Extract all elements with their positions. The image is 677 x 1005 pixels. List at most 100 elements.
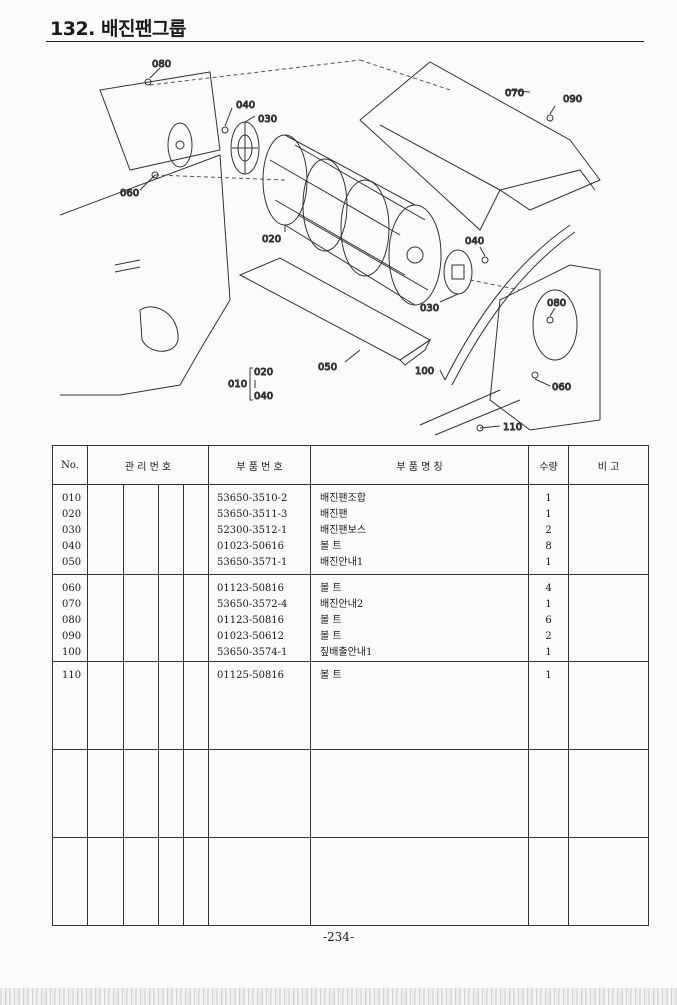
cell-remark xyxy=(568,574,650,662)
cell-qty-value: 4 xyxy=(545,583,552,594)
page-title: 132. 배진팬그룹 xyxy=(50,18,186,40)
cell-part-no-value: 53650-3510-2 xyxy=(217,493,288,504)
cell-part-no-value: 52300-3512-1 xyxy=(217,525,288,536)
cell-part-name-value: 볼 트 xyxy=(320,615,342,626)
cell-part-no: 01125-50816 xyxy=(208,661,312,750)
top-cover-070 xyxy=(359,61,601,231)
label-070: 070 xyxy=(505,88,524,99)
cell-no: 110 xyxy=(52,661,88,750)
cell-part-no-value: 01123-50816 xyxy=(217,583,285,594)
header-part-name: 부 품 명 칭 xyxy=(310,445,530,485)
cell-mgmt-no xyxy=(158,484,184,575)
parts-table: No. 관 리 번 호 부 품 번 호 부 품 명 칭 수량 비 고 010 02… xyxy=(52,445,650,926)
cell-qty xyxy=(528,749,570,838)
cell-mgmt-no xyxy=(158,749,184,838)
cell-mgmt-no xyxy=(87,574,124,662)
cell-part-no xyxy=(208,837,312,926)
cell-mgmt-no xyxy=(87,749,124,838)
cell-qty-value: 1 xyxy=(545,557,552,568)
cell-no-value: 090 xyxy=(62,631,82,642)
cell-part-name-value: 배진팬조합 xyxy=(320,493,367,504)
cell-mgmt-no xyxy=(87,837,124,926)
label-110: 110 xyxy=(503,422,522,433)
cell-mgmt-no xyxy=(182,574,210,662)
cell-part-name-value: 짚배출안내1 xyxy=(320,647,373,658)
cell-qty-value: 1 xyxy=(545,647,552,658)
label-050: 050 xyxy=(318,362,337,373)
cell-mgmt-no xyxy=(123,484,159,575)
cell-mgmt-no xyxy=(158,574,184,662)
cell-mgmt-no xyxy=(123,749,159,838)
cell-no-value: 100 xyxy=(62,647,82,658)
cell-remark xyxy=(568,749,650,838)
scan-artifact-strip xyxy=(0,988,677,1005)
label-090: 090 xyxy=(563,94,582,105)
cell-qty-value: 6 xyxy=(545,615,552,626)
cell-mgmt-no xyxy=(182,484,210,575)
cell-part-name: 볼 트 xyxy=(310,661,530,750)
header-remark: 비 고 xyxy=(568,445,650,485)
header-part-no: 부 품 번 호 xyxy=(208,445,312,485)
label-080b: 080 xyxy=(547,298,566,309)
cell-no-value: 020 xyxy=(62,509,82,520)
label-060b: 060 xyxy=(552,382,571,393)
label-040b: 040 xyxy=(465,236,484,247)
cell-qty xyxy=(528,837,570,926)
table-header-row: No. 관 리 번 호 부 품 번 호 부 품 명 칭 수량 비 고 xyxy=(52,445,650,485)
straw-guide-100 xyxy=(444,224,576,386)
cell-no-value: 110 xyxy=(62,670,82,681)
label-080a: 080 xyxy=(152,59,171,70)
cell-qty-value: 1 xyxy=(545,670,552,681)
page-number: -234- xyxy=(322,930,354,944)
cell-part-no-value: 01123-50816 xyxy=(217,615,285,626)
cell-mgmt-no xyxy=(158,837,184,926)
cell-part-name-value: 볼 트 xyxy=(320,583,342,594)
cell-part-no xyxy=(208,749,312,838)
cell-qty-value: 8 xyxy=(545,541,552,552)
label-060a: 060 xyxy=(120,188,139,199)
assembly-group-010: 010 020 040 xyxy=(228,367,274,403)
cell-no-value: 040 xyxy=(62,541,82,552)
cell-part-no-value: 01023-50612 xyxy=(217,631,285,642)
cell-qty-value: 1 xyxy=(545,509,552,520)
cell-mgmt-no xyxy=(123,661,159,750)
cell-remark xyxy=(568,484,650,575)
cell-mgmt-no xyxy=(182,661,210,750)
label-group-020: 020 xyxy=(254,367,273,378)
cell-part-no-value: 53650-3511-3 xyxy=(217,509,288,520)
cell-remark xyxy=(568,837,650,926)
table-row-group xyxy=(52,749,650,838)
cell-part-no-value: 53650-3571-1 xyxy=(217,557,288,568)
cell-part-name xyxy=(310,749,530,838)
cell-no-value: 060 xyxy=(62,583,82,594)
cell-mgmt-no xyxy=(158,661,184,750)
header-mgmt-no: 관 리 번 호 xyxy=(86,445,210,485)
cell-qty-value: 2 xyxy=(545,525,552,536)
cell-qty: 1 xyxy=(528,661,570,750)
cell-part-name-value: 볼 트 xyxy=(320,631,342,642)
cell-part-no-value: 53650-3574-1 xyxy=(217,647,288,658)
cell-qty-value: 2 xyxy=(545,631,552,642)
cell-part-name xyxy=(310,837,530,926)
exploded-parts-diagram: 080 040 030 060 020 070 090 040 030 080 … xyxy=(60,59,601,436)
cell-part-no-value: 53650-3572-4 xyxy=(217,599,288,610)
cell-mgmt-no xyxy=(87,661,124,750)
label-100: 100 xyxy=(415,366,434,377)
cell-no-value: 080 xyxy=(62,615,82,626)
cell-part-no: 01123-50816 53650-3572-4 01123-50816 01023-… xyxy=(208,574,312,662)
cell-part-name-value: 배진팬보스 xyxy=(320,525,367,536)
cell-mgmt-no xyxy=(182,837,210,926)
bottom-guide-050 xyxy=(238,257,432,366)
fan-boss-right xyxy=(443,249,473,295)
label-030b: 030 xyxy=(420,303,439,314)
label-040a: 040 xyxy=(236,100,255,111)
cell-no-value: 010 xyxy=(62,493,82,504)
header-no: No. xyxy=(52,445,88,485)
cell-part-no-value: 01023-50616 xyxy=(217,541,285,552)
